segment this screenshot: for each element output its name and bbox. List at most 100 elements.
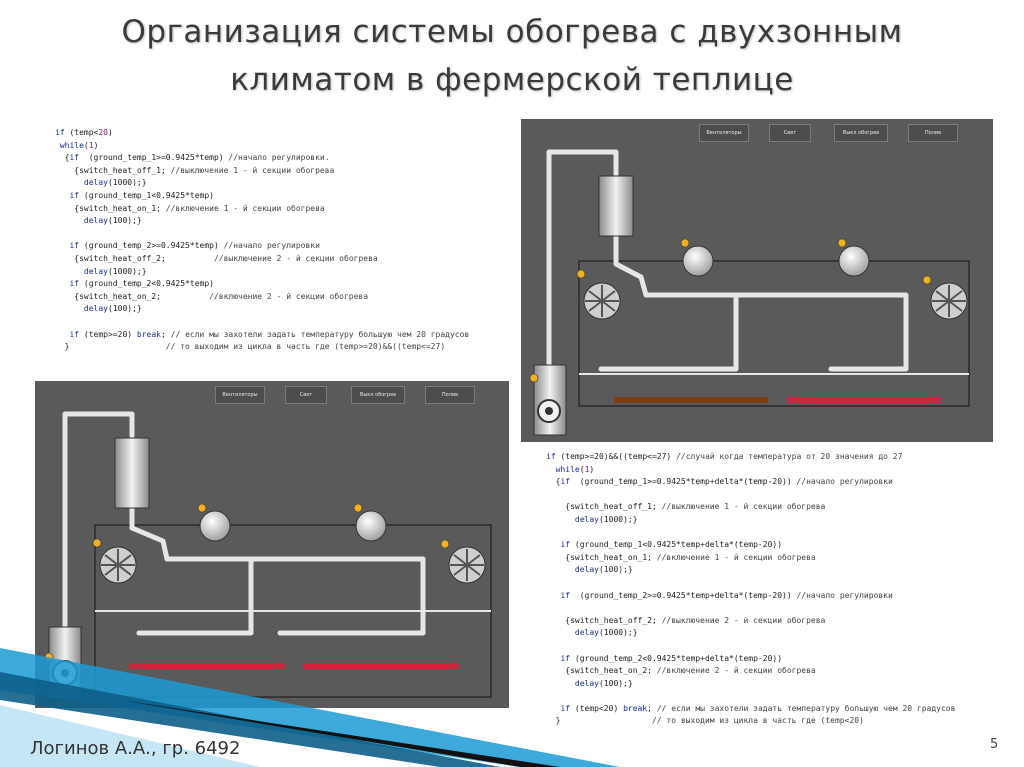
code-token: {switch_heat_on_1; — [55, 203, 166, 213]
watering-button[interactable]: Полив — [908, 124, 958, 142]
code-token: while — [59, 140, 84, 150]
code-token: //включение 2 - й секции обогрева — [209, 291, 369, 301]
sensor-ball-2 — [838, 245, 870, 277]
indicator-icon — [922, 275, 932, 285]
code-token — [546, 654, 560, 663]
fan-icon — [99, 546, 137, 584]
code-token: if — [69, 329, 80, 339]
code-token — [546, 679, 575, 688]
code-token: //начало регулировки — [223, 241, 320, 251]
code-token — [55, 241, 69, 250]
code-token: //начало регулировки — [796, 590, 893, 600]
code-token: { — [546, 477, 561, 487]
heating-off-button[interactable]: Выкл обогрев — [351, 386, 405, 404]
code-token: delay — [574, 678, 599, 688]
fan-icon — [448, 546, 486, 584]
code-block-bottom: if (temp>=20)&&((temp<=27) //случай когд… — [546, 451, 955, 728]
code-token: //выключение 2 - й секции обогрева — [213, 253, 378, 263]
code-line: {switch_heat_on_2; //включение 2 - й сек… — [546, 665, 955, 678]
pipe-network — [62, 411, 426, 636]
light-button[interactable]: Свет — [285, 386, 327, 404]
code-token: if — [560, 703, 571, 713]
boiler-icon — [533, 364, 567, 436]
code-token: break — [136, 329, 161, 339]
indicator-icon — [92, 538, 102, 548]
code-line: delay(100);} — [546, 678, 955, 691]
code-token: delay — [83, 178, 108, 188]
code-token — [546, 465, 556, 474]
light-button[interactable]: Свет — [769, 124, 811, 142]
code-line — [546, 640, 955, 653]
code-line: while(1) — [55, 140, 469, 153]
code-token: (100);} — [599, 678, 633, 688]
code-token: delay — [83, 304, 108, 314]
indicator-icon — [44, 652, 54, 662]
code-token: ( — [83, 140, 89, 150]
code-token — [55, 216, 84, 225]
code-token: if — [560, 653, 571, 663]
code-line: {switch_heat_on_2; //включение 2 - й сек… — [55, 291, 469, 304]
code-token: //включение 1 - й секции обогрева — [656, 552, 816, 562]
code-token: 20 — [98, 128, 108, 137]
code-token — [55, 330, 69, 339]
code-line: if (ground_temp_2<0.9425*temp+delta*(tem… — [546, 653, 955, 666]
heating-off-button[interactable]: Выкл обогрев — [834, 124, 888, 142]
code-token — [55, 304, 84, 313]
ventilation-button[interactable]: Вентиляторы — [215, 386, 265, 404]
code-token: ) — [108, 128, 113, 137]
code-token: break — [623, 703, 648, 713]
code-token: delay — [574, 628, 599, 638]
code-line: {switch_heat_off_1; //выключение 1 - й с… — [546, 501, 955, 514]
code-token: (ground_temp_1<0.9425*temp) — [79, 190, 214, 200]
code-token: //включение 2 - й секции обогрева — [656, 666, 816, 676]
code-token: delay — [574, 514, 599, 524]
heater-strip-right — [787, 397, 941, 403]
code-token: // то выходим из цикла в часть где (temp… — [651, 716, 864, 726]
code-token: if — [69, 241, 80, 251]
code-token — [55, 178, 84, 187]
code-line: if (ground_temp_2>=0.9425*temp) //начало… — [55, 240, 469, 253]
page-number: 5 — [990, 737, 999, 752]
watering-button[interactable]: Полив — [425, 386, 475, 404]
code-token: // если мы захотели задать температуру б… — [170, 329, 470, 339]
slide-title: Организация системы обогрева с двухзонны… — [0, 8, 1024, 104]
indicator-icon — [837, 238, 847, 248]
code-token — [55, 279, 69, 288]
code-line: if (ground_temp_1<0.9425*temp) — [55, 190, 469, 203]
code-token: (ground_temp_2<0.9425*temp) — [79, 279, 214, 289]
code-token: } — [546, 716, 652, 726]
code-token: //начало регулировки. — [228, 153, 330, 163]
code-line — [546, 577, 955, 590]
ventilation-button[interactable]: Вентиляторы — [699, 124, 749, 142]
code-token: {switch_heat_on_1; — [546, 552, 657, 562]
code-line — [546, 489, 955, 502]
indicator-icon — [197, 503, 207, 513]
code-token: (1000);} — [108, 178, 147, 188]
code-token — [55, 267, 84, 276]
code-token — [546, 515, 575, 524]
code-token: (temp<20) — [570, 703, 624, 713]
code-token: // если мы захотели задать температуру б… — [656, 703, 956, 713]
code-token — [546, 540, 560, 549]
greenhouse-panel-top: Вентиляторы Свет Выкл обогрев Полив — [521, 119, 993, 442]
code-token: //начало регулировки — [796, 477, 893, 487]
code-token: //выключение 1 - й секции обогрева — [170, 165, 335, 175]
code-token: if — [560, 590, 571, 600]
code-token: 1 — [584, 464, 590, 474]
code-token — [546, 704, 560, 713]
sensor-ball-1 — [199, 510, 231, 542]
code-token: if — [55, 128, 65, 137]
code-token — [546, 565, 575, 574]
code-line: if (temp<20) break; // если мы захотели … — [546, 703, 955, 716]
code-token: (100);} — [108, 216, 142, 226]
code-line: delay(100);} — [55, 215, 469, 228]
code-token: delay — [574, 565, 599, 575]
greenhouse-panel-bottom: Вентиляторы Свет Выкл обогрев Полив — [35, 381, 509, 708]
code-token: ) — [93, 140, 99, 150]
code-token — [546, 591, 560, 600]
code-token: (ground_temp_1>=0.9425*temp) — [79, 153, 229, 163]
code-token: //выключение 2 - й секции обогрева — [661, 615, 826, 625]
code-token: (1000);} — [108, 266, 147, 276]
code-token: (ground_temp_2>=0.9425*temp+delta*(temp-… — [570, 590, 797, 600]
boiler-icon — [48, 626, 82, 700]
